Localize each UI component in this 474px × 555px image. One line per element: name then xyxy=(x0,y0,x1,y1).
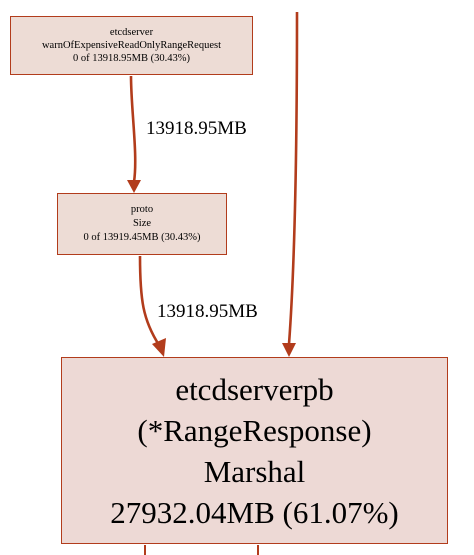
edge-size-to-marshal xyxy=(138,255,161,346)
edge-size-to-marshal-arrowhead xyxy=(152,338,166,357)
edge-warn-to-size xyxy=(129,75,137,183)
node-proto-size[interactable]: proto Size 0 of 13919.45MB (30.43%) xyxy=(57,193,227,255)
node-marshal-stats: 27932.04MB (61.07%) xyxy=(110,494,399,530)
node-warn-function: warnOfExpensiveReadOnlyRangeRequest xyxy=(41,40,222,51)
edge-label-size-to-marshal: 13918.95MB xyxy=(157,301,258,322)
node-marshal-function: Marshal xyxy=(203,453,306,489)
node-marshal-package: etcdserverpb xyxy=(175,371,334,407)
edge-label-warn-to-size: 13918.95MB xyxy=(146,118,247,139)
node-warn-stats: 0 of 13918.95MB (30.43%) xyxy=(73,53,190,64)
edge-warn-to-size-arrowhead xyxy=(127,180,141,193)
edge-offscreen-to-marshal xyxy=(287,11,299,345)
edge-offscreen-to-marshal-arrowhead xyxy=(282,343,296,357)
node-size-package: proto xyxy=(130,204,154,215)
node-warn-package: etcdserver xyxy=(109,27,154,38)
node-size-stats: 0 of 13919.45MB (30.43%) xyxy=(83,232,201,243)
node-range-response-marshal[interactable]: etcdserverpb (*RangeResponse) Marshal 27… xyxy=(61,357,448,544)
node-size-function: Size xyxy=(132,218,152,229)
node-warn-of-expensive-read-only-range-request[interactable]: etcdserver warnOfExpensiveReadOnlyRangeR… xyxy=(10,16,253,75)
node-marshal-receiver: (*RangeResponse) xyxy=(137,412,372,448)
